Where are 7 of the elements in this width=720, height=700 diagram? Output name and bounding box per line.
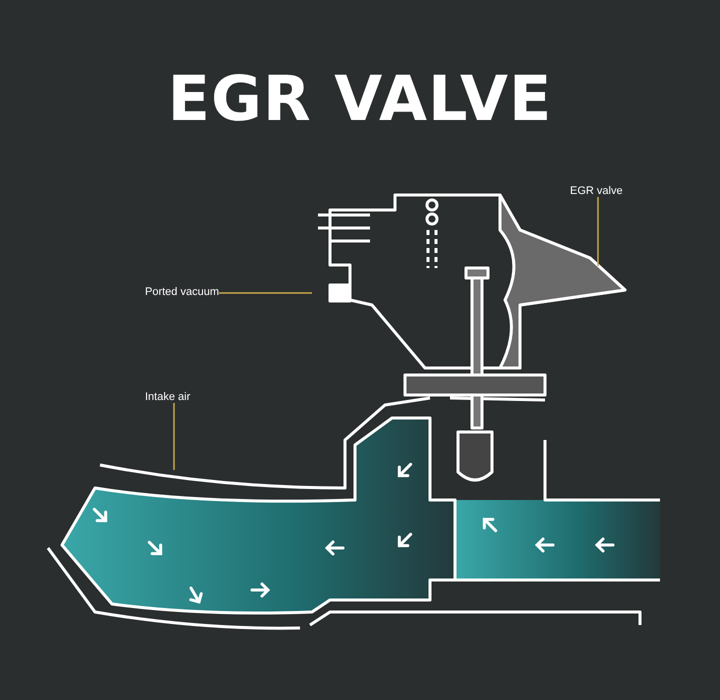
part-label: Intake air	[145, 391, 190, 403]
part-label: Ported vacuum	[145, 286, 219, 298]
leader-line	[173, 403, 175, 470]
title: EGR VALVE	[166, 62, 554, 135]
leader-line	[597, 197, 599, 266]
leader-line	[218, 292, 312, 294]
part-label: EGR valve	[570, 185, 623, 197]
